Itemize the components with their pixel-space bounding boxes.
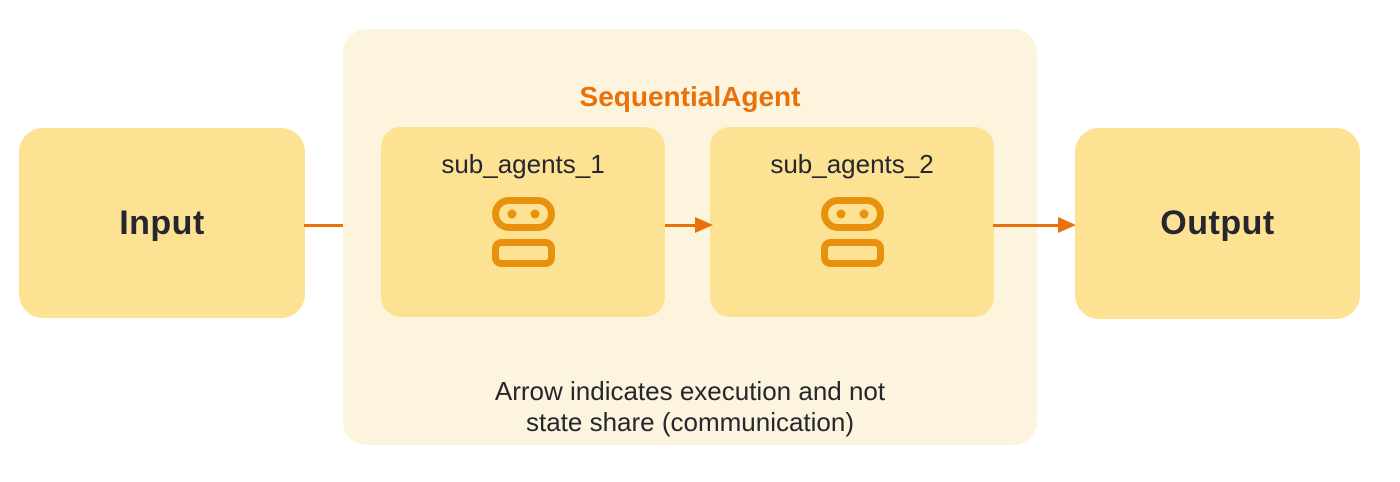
sub-agent-1-node: sub_agents_1 [381,127,665,317]
caption-line-2: state share (communication) [525,407,855,437]
arrow-sub-agent-1-to-sub-agent-2 [665,217,713,233]
robot-agent-icon [491,197,555,267]
caption-line-1: Arrow indicates execution and not [494,376,886,406]
arrow-head-icon [1058,217,1076,233]
arrow-line [304,223,369,227]
sub-agent-2-node: sub_agents_2 [710,127,994,317]
input-node-label: Input [119,203,205,242]
arrow-line [993,223,1062,227]
caption-text: Arrow indicates execution and not state … [343,376,1037,438]
arrow-line [665,223,699,227]
sub-agent-1-label: sub_agents_1 [441,149,605,179]
output-node-label: Output [1160,204,1275,242]
arrow-sub-agent-2-to-output [993,217,1076,233]
sequential-agent-container: SequentialAgent sub_agents_1 sub_agents_… [343,29,1037,445]
sub-agent-2-label: sub_agents_2 [770,149,934,179]
output-node: Output [1075,128,1360,319]
arrow-head-icon [695,217,713,233]
input-node: Input [19,128,305,318]
robot-agent-icon [820,197,884,267]
sequential-agent-title: SequentialAgent [579,81,801,112]
